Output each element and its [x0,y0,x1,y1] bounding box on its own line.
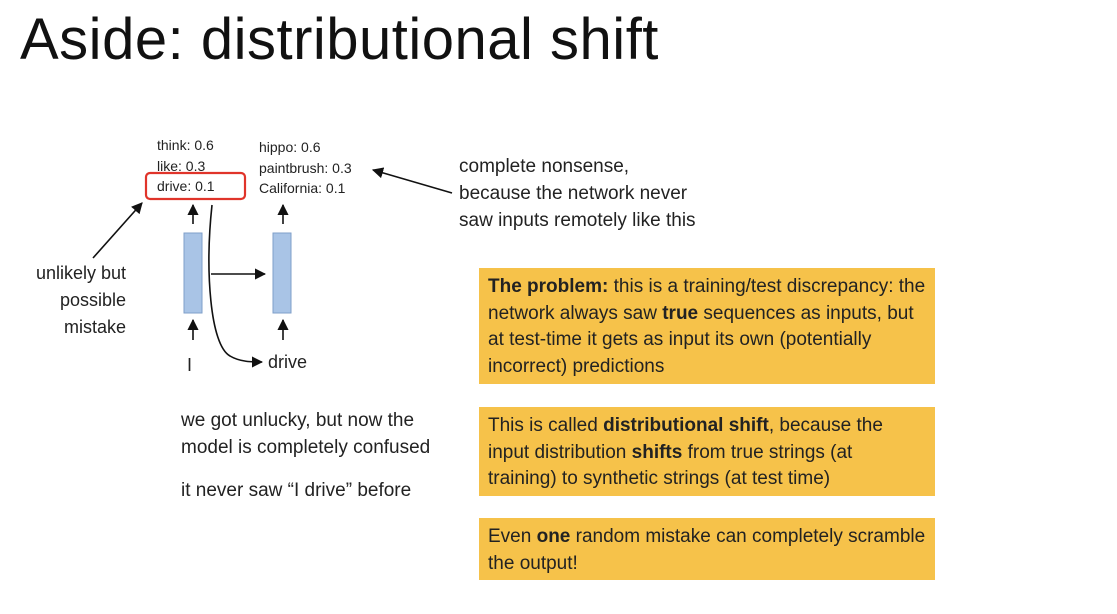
pred2-line-2: California: 0.1 [259,180,346,196]
pred1-line-2: drive: 0.1 [157,178,215,194]
problem-box: The problem: this is a training/test dis… [479,268,935,384]
feedback-arrow [208,204,264,368]
input-token-2: drive [268,352,308,372]
mistake-annotation: unlikely but possible mistake [35,263,126,337]
mistake-arrow [92,202,143,259]
input-token-1: I [187,355,193,375]
rnn-cell-2 [272,232,292,314]
slide-title: Aside: distributional shift [20,7,659,72]
unlucky-annotation: we got unlucky, but now the model is com… [181,410,431,458]
rnn-cell-1 [183,232,203,314]
never-saw-annotation: it never saw “I drive” before [181,480,412,501]
nonsense-annotation: complete nonsense, because the network n… [459,156,696,231]
pred1-line-0: think: 0.6 [157,137,214,153]
pred2-line-1: paintbrush: 0.3 [259,160,352,176]
highlight-box [144,171,247,201]
pred2-line-0: hippo: 0.6 [259,139,321,155]
distributional-shift-box: This is called distributional shift, bec… [479,407,935,496]
one-mistake-box: Even one random mistake can completely s… [479,518,935,580]
pred1-line-1: like: 0.3 [157,158,206,174]
nonsense-arrow [371,167,453,194]
